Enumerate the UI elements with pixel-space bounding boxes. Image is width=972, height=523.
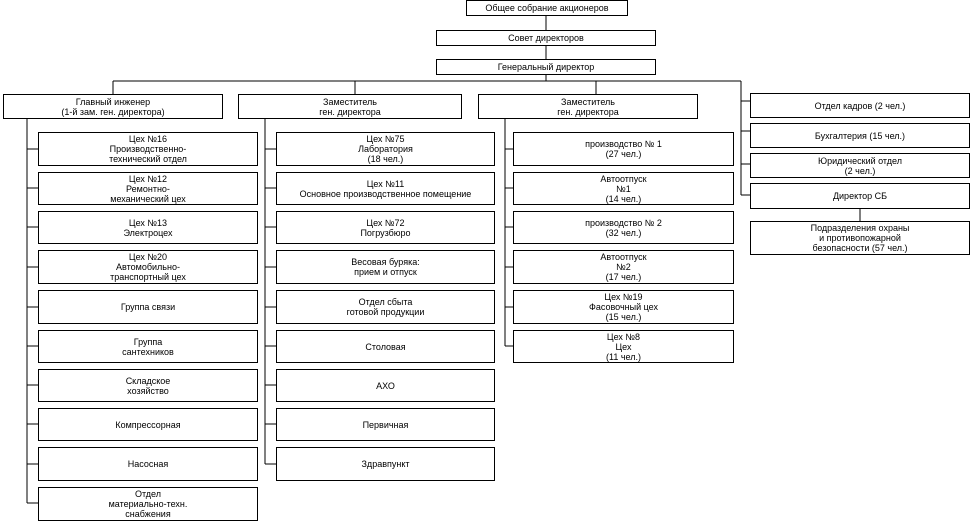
hr-label: Отдел кадров (2 чел.) (814, 100, 906, 111)
deputy1-label: Заместитель ген. директора (319, 96, 381, 117)
deputy1-unit: АХО (276, 369, 495, 402)
chief-unit: Цех №16 Производственно- технический отд… (38, 132, 258, 166)
deputy2-unit-label: производство № 2 (32 чел.) (585, 217, 662, 238)
deputy1-unit-label: Первичная (362, 419, 409, 430)
chief-unit-label: Насосная (127, 459, 169, 469)
board-label: Совет директоров (508, 33, 584, 43)
deputy1-unit: Цех №72 Погрузбюро (276, 211, 495, 244)
security-director-label: Директор СБ (832, 191, 888, 201)
deputy1-unit: Цех №75 Лаборатория (18 чел.) (276, 132, 495, 166)
deputy2-unit-label: Цех №19 Фасовочный цех (15 чел.) (589, 292, 658, 322)
hr-box: Отдел кадров (2 чел.) (750, 93, 970, 118)
deputy2-unit-label: производство № 1 (27 чел.) (585, 139, 662, 159)
deputy1-unit-label: АХО (376, 380, 395, 391)
deputy1-unit-label: Цех №75 Лаборатория (18 чел.) (358, 134, 413, 164)
chief-unit-label: Отдел материально-техн. снабжения (108, 489, 188, 519)
chief-unit-label: Группа связи (120, 302, 176, 312)
shareholders-label: Общее собрание акционеров (485, 3, 609, 13)
chief-unit-label: Компрессорная (115, 419, 181, 430)
deputy2-box: Заместитель ген. директора (478, 94, 698, 119)
chief-unit-label: Цех №13 Электроцех (123, 217, 173, 238)
deputy2-unit: Автоотпуск №2 (17 чел.) (513, 250, 734, 284)
deputy1-unit-label: Цех №11 Основное производственное помеще… (299, 178, 472, 199)
accounting-label: Бухгалтерия (15 чел.) (814, 130, 906, 141)
chief-unit-label: Складское хозяйство (125, 375, 171, 396)
board-box: Совет директоров (436, 30, 656, 46)
chief-unit-label: Цех №12 Ремонтно- механический цех (110, 173, 186, 204)
chief-unit: Компрессорная (38, 408, 258, 441)
chief-unit: Цех №13 Электроцех (38, 211, 258, 244)
deputy2-unit: Цех №19 Фасовочный цех (15 чел.) (513, 290, 734, 324)
deputy1-unit-label: Отдел сбыта готовой продукции (346, 297, 425, 317)
deputy1-unit: Столовая (276, 330, 495, 363)
deputy1-unit: Цех №11 Основное производственное помеще… (276, 172, 495, 205)
accounting-box: Бухгалтерия (15 чел.) (750, 123, 970, 148)
security-units-label: Подразделения охраны и противопожарной б… (810, 223, 910, 253)
chief-unit-label: Цех №20 Автомобильно- транспортный цех (110, 252, 186, 282)
deputy2-unit-label: Автоотпуск №2 (17 чел.) (600, 252, 647, 282)
chief-engineer-box: Главный инженер (1-й зам. ген. директора… (3, 94, 223, 119)
deputy1-box: Заместитель ген. директора (238, 94, 462, 119)
deputy2-label: Заместитель ген. директора (557, 96, 619, 117)
chief-unit-label: Цех №16 Производственно- технический отд… (109, 134, 187, 164)
deputy1-unit: Весовая буряка: прием и отпуск (276, 250, 495, 284)
security-director-box: Директор СБ (750, 183, 970, 209)
deputy2-unit: Цех №8 Цех (11 чел.) (513, 330, 734, 363)
chief-unit: Цех №20 Автомобильно- транспортный цех (38, 250, 258, 284)
deputy2-unit: производство № 1 (27 чел.) (513, 132, 734, 166)
chief-unit: Группа связи (38, 290, 258, 324)
chief-engineer-label: Главный инженер (1-й зам. ген. директора… (61, 96, 165, 117)
security-units-box: Подразделения охраны и противопожарной б… (750, 221, 970, 255)
deputy1-unit: Отдел сбыта готовой продукции (276, 290, 495, 324)
chief-unit: Складское хозяйство (38, 369, 258, 402)
deputy2-unit: производство № 2 (32 чел.) (513, 211, 734, 244)
ceo-box: Генеральный директор (436, 59, 656, 75)
deputy1-unit: Здравпункт (276, 447, 495, 481)
deputy2-unit: Автоотпуск №1 (14 чел.) (513, 172, 734, 205)
chief-unit: Отдел материально-техн. снабжения (38, 487, 258, 521)
deputy2-unit-label: Цех №8 Цех (11 чел.) (606, 331, 641, 362)
chief-unit: Цех №12 Ремонтно- механический цех (38, 172, 258, 205)
deputy1-unit-label: Здравпункт (361, 459, 410, 469)
deputy1-unit-label: Столовая (365, 341, 406, 352)
legal-box: Юридический отдел (2 чел.) (750, 153, 970, 178)
shareholders-box: Общее собрание акционеров (466, 0, 628, 16)
ceo-label: Генеральный директор (497, 62, 595, 72)
legal-label: Юридический отдел (2 чел.) (818, 155, 902, 176)
chief-unit-label: Группа сантехников (122, 336, 174, 357)
deputy1-unit-label: Весовая буряка: прием и отпуск (351, 257, 420, 277)
chief-unit: Группа сантехников (38, 330, 258, 363)
deputy2-unit-label: Автоотпуск №1 (14 чел.) (600, 173, 647, 204)
deputy1-unit: Первичная (276, 408, 495, 441)
chief-unit: Насосная (38, 447, 258, 481)
deputy1-unit-label: Цех №72 Погрузбюро (360, 217, 411, 238)
